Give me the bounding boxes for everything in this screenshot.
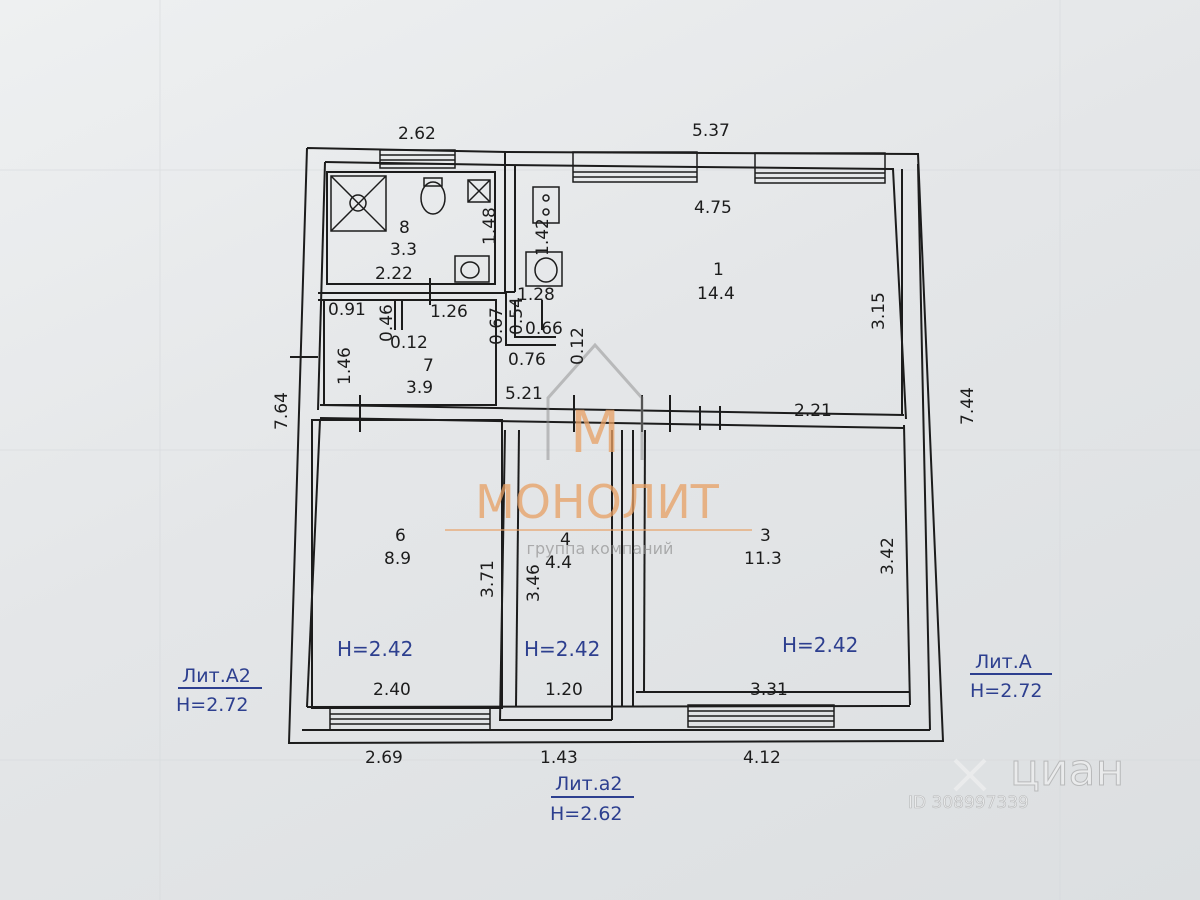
dim-niche-0-76: 0.76: [508, 350, 546, 370]
room-4-area: 4.4: [545, 553, 572, 573]
dim-r4-height: 3.46: [524, 564, 544, 602]
room-6-height: H=2.42: [337, 637, 413, 661]
washbasin-icon: [454, 255, 490, 283]
room-3-number: 3: [760, 526, 771, 546]
litera-a2-height: H=2.72: [176, 694, 249, 716]
litera-a-height: H=2.72: [970, 680, 1043, 702]
dim-r6-width: 2.40: [373, 680, 411, 700]
dim-r7-0-91: 0.91: [328, 300, 366, 320]
room-7-area: 3.9: [406, 378, 433, 398]
kitchen-sink-icon: [525, 251, 563, 287]
litera-a-name: Лит.А: [975, 651, 1032, 673]
dim-r7-1-26: 1.26: [430, 302, 468, 322]
shower-icon: [330, 175, 387, 232]
dim-niche-1-28: 1.28: [517, 285, 555, 305]
cian-watermark: циан ID 308997339: [908, 745, 1125, 814]
room-7-number: 7: [423, 356, 434, 376]
dim-r1-height: 3.15: [869, 292, 889, 330]
litera-a-label: Лит.А H=2.72: [970, 651, 1052, 702]
dim-r7-0-12: 0.12: [390, 333, 428, 353]
room-4-number: 4: [560, 530, 571, 550]
dim-r7-0-46: 0.46: [377, 304, 397, 342]
dim-niche-1-42: 1.42: [533, 218, 553, 256]
stove-icon: [532, 186, 560, 224]
sink-icon: [467, 179, 491, 203]
dim-right: 7.44: [958, 387, 978, 425]
cian-logo-text: циан: [1010, 745, 1124, 796]
room-3-area: 11.3: [744, 549, 782, 569]
dim-bottom-left: 2.69: [365, 748, 403, 768]
svg-text:М: М: [570, 398, 620, 466]
dim-bottom-mid: 1.43: [540, 748, 578, 768]
watermark-tagline: группа компаний: [527, 539, 674, 558]
litera-a2-label: Лит.А2 H=2.72: [176, 665, 262, 716]
dim-niche-0-54: 0.54: [507, 297, 527, 335]
dim-left: 7.64: [272, 392, 292, 430]
dim-r8-height: 1.48: [480, 207, 500, 245]
room-1-number: 1: [713, 260, 724, 280]
dim-r3-height: 3.42: [878, 537, 898, 575]
dim-corridor: 5.21: [505, 384, 543, 404]
dim-top-right: 5.37: [692, 121, 730, 141]
dim-bottom-right: 4.12: [743, 748, 781, 768]
room-8-number: 8: [399, 218, 410, 238]
room-8-area: 3.3: [390, 240, 417, 260]
litera-a2-lower-name: Лит.а2: [555, 773, 622, 795]
room-1-area: 14.4: [697, 284, 735, 304]
dim-r7-height: 1.46: [335, 347, 355, 385]
windows: [329, 149, 886, 731]
cian-id: ID 308997339: [908, 793, 1029, 813]
litera-a2-lower-label: Лит.а2 H=2.62: [550, 773, 634, 825]
dim-r8-width: 2.22: [375, 264, 413, 284]
watermark-brand: МОНОЛИТ: [475, 475, 720, 529]
litera-a2-lower-height: H=2.62: [550, 803, 623, 825]
toilet-icon: [420, 177, 446, 215]
room-3-height: H=2.42: [782, 633, 858, 657]
dim-r3-width: 3.31: [750, 680, 788, 700]
interior-walls: [311, 152, 909, 722]
monolit-logo: М МОНОЛИТ группа компаний: [445, 342, 752, 558]
dim-r1-bottom: 2.21: [794, 401, 832, 421]
cian-mark-icon: [953, 758, 987, 792]
dim-r4-width: 1.20: [545, 680, 583, 700]
dim-niche-0-66: 0.66: [525, 319, 563, 339]
dim-r6-height: 3.71: [478, 560, 498, 598]
dim-top-left: 2.62: [398, 124, 436, 144]
room-4-height: H=2.42: [524, 637, 600, 661]
room-6-number: 6: [395, 526, 406, 546]
dim-r1-width: 4.75: [694, 198, 732, 218]
litera-a2-name: Лит.А2: [182, 665, 251, 687]
room-6-area: 8.9: [384, 549, 411, 569]
dim-r7-0-67: 0.67: [487, 307, 507, 345]
dim-niche-0-12: 0.12: [568, 327, 588, 365]
